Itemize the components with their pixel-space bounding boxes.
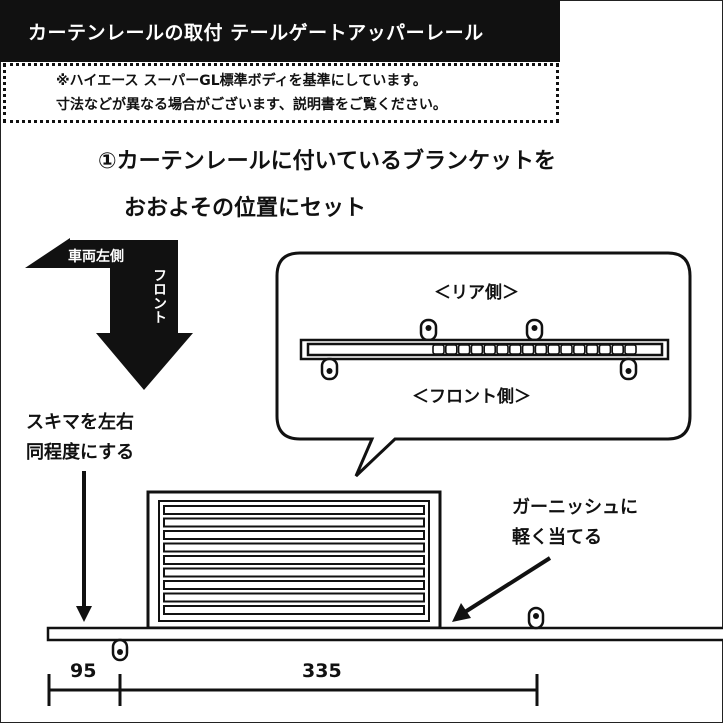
direction-front: フロント bbox=[151, 268, 167, 324]
notice-box: ※ハイエース スーパーGL標準ボディを基準にしています。 寸法などが異なる場合が… bbox=[3, 63, 559, 123]
garnish-slat bbox=[163, 580, 425, 590]
rail-runner bbox=[521, 344, 535, 355]
gap-note-line-2: 同程度にする bbox=[26, 442, 135, 463]
garnish-note-line-1: ガーニッシュに bbox=[512, 497, 638, 518]
dimension-line bbox=[47, 674, 539, 706]
gap-note-line-1: スキマを左右 bbox=[26, 412, 134, 433]
front-side-label: ＜フロント側＞ bbox=[412, 387, 531, 407]
rail-runner bbox=[611, 344, 625, 355]
notice-line-2: 寸法などが異なる場合がございます、説明書をご覧ください。 bbox=[56, 97, 447, 113]
rail-runner bbox=[444, 344, 458, 355]
callout-bubble bbox=[275, 251, 692, 478]
notice-line-1: ※ハイエース スーパーGL標準ボディを基準にしています。 bbox=[56, 73, 427, 89]
rail-runner bbox=[496, 344, 509, 355]
title-bar: カーテンレールの取付 テールゲートアッパーレール bbox=[0, 0, 560, 62]
garnish-slat bbox=[163, 517, 425, 528]
rail-runners bbox=[432, 344, 637, 355]
rail-runner bbox=[585, 344, 599, 355]
dimension-left-value: 95 bbox=[70, 660, 97, 682]
step-heading-line-1: ①カーテンレールに付いているブランケットを bbox=[98, 149, 556, 174]
rail-runner bbox=[598, 344, 612, 355]
rail-runner bbox=[560, 344, 573, 355]
garnish-slat bbox=[163, 505, 425, 515]
garnish-slat bbox=[163, 555, 425, 565]
rail-runner bbox=[508, 344, 522, 355]
rail-runner bbox=[534, 344, 548, 355]
garnish-slats bbox=[163, 505, 425, 615]
garnish-slat bbox=[163, 542, 425, 553]
step-heading-line-2: おおよその位置にセット bbox=[124, 196, 367, 221]
rail-runner bbox=[483, 344, 497, 355]
garnish-arrow-icon bbox=[452, 603, 471, 622]
garnish-note-line-2: 軽く当てる bbox=[512, 527, 602, 548]
direction-arrow-icon bbox=[25, 238, 193, 390]
garnish-slat bbox=[163, 605, 425, 615]
direction-left-side: 車両左側 bbox=[68, 249, 124, 265]
rail-runner bbox=[572, 344, 586, 355]
garnish-slat bbox=[163, 567, 425, 578]
dimension-right-value: 335 bbox=[302, 660, 342, 682]
rear-side-label: ＜リア側＞ bbox=[434, 283, 519, 303]
rail-runner bbox=[470, 344, 484, 355]
rail-runner bbox=[432, 344, 445, 355]
main-rail bbox=[46, 626, 723, 642]
page-title: カーテンレールの取付 テールゲートアッパーレール bbox=[28, 21, 484, 44]
rail-runner bbox=[547, 344, 561, 355]
rail-runner bbox=[457, 344, 471, 355]
rail-runner bbox=[624, 344, 637, 355]
gap-arrow-icon bbox=[76, 606, 92, 622]
garnish-slat bbox=[163, 530, 425, 540]
rail-inner bbox=[306, 342, 664, 357]
garnish-slat bbox=[163, 592, 425, 603]
